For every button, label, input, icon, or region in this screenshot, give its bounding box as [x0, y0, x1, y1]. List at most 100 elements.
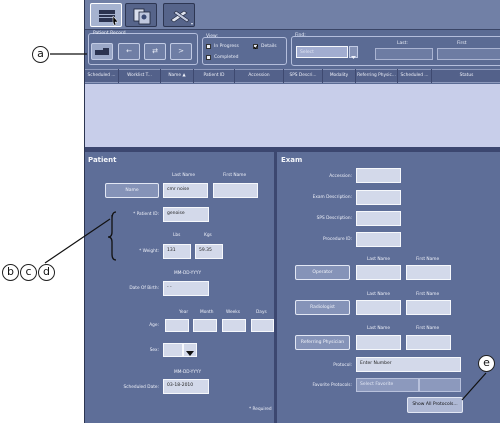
patient-record-title: Patient Record: [93, 31, 126, 36]
patient-screen-icon: [99, 10, 119, 26]
kgs-header: Kgs: [204, 233, 212, 238]
sps-description-input[interactable]: [356, 211, 401, 226]
show-all-protocols-button[interactable]: Show All Protocols...: [407, 397, 463, 413]
operator-button[interactable]: Operator: [295, 265, 350, 280]
referring-last-name-header: Last Name: [367, 326, 390, 331]
callout-c: c: [20, 264, 37, 281]
find-first-input[interactable]: [437, 48, 500, 60]
checkmark-icon: [253, 44, 258, 49]
col-sps-description[interactable]: SPS Descri...: [284, 69, 323, 83]
image-management-button[interactable]: [125, 3, 157, 27]
name-button[interactable]: Name: [105, 183, 159, 198]
exam-title: Exam: [281, 156, 303, 164]
completed-checkbox[interactable]: [206, 55, 211, 60]
patient-record-back-button[interactable]: ←: [118, 43, 140, 60]
in-progress-label: In Progress: [214, 44, 239, 49]
sex-dropdown-button[interactable]: [183, 343, 197, 357]
weight-kgs-input[interactable]: 59.35: [195, 244, 223, 259]
operator-first-name-input[interactable]: [406, 265, 451, 280]
details-checkbox[interactable]: [253, 44, 258, 49]
callout-bcd-leader: [44, 218, 111, 264]
in-progress-checkbox[interactable]: [206, 44, 211, 49]
find-title: Find:: [295, 33, 306, 38]
callout-a: a: [32, 46, 49, 63]
find-last-input[interactable]: [375, 48, 433, 60]
details-label: Details: [261, 44, 277, 49]
view-group: [202, 37, 287, 65]
dob-input[interactable]: - -: [163, 281, 209, 296]
age-weeks-input[interactable]: [222, 319, 246, 332]
radiologist-first-name-input[interactable]: [406, 300, 451, 315]
age-month-header: Month: [200, 310, 214, 315]
patient-screen-button[interactable]: [90, 3, 122, 27]
age-year-input[interactable]: [165, 319, 189, 332]
protocol-label: Protocol:: [333, 363, 352, 368]
worklist-body[interactable]: [85, 84, 500, 147]
callout-e-leader: [461, 372, 487, 401]
age-days-input[interactable]: [251, 319, 274, 332]
age-days-header: Days: [256, 310, 267, 315]
referring-first-name-input[interactable]: [406, 335, 451, 350]
age-label: Age:: [149, 323, 159, 328]
patient-exam-divider: [274, 152, 277, 423]
mri-worklist-window: Patient Record ← ⇄ > View: In Progress D…: [84, 0, 500, 423]
referring-physician-button[interactable]: Referring Physician: [295, 335, 350, 350]
patient-first-name-input[interactable]: [213, 183, 258, 198]
callout-e: e: [478, 355, 495, 372]
favorite-protocols-select[interactable]: Select Favorite: [356, 378, 419, 392]
col-name[interactable]: Name ▲: [161, 69, 194, 83]
referring-last-name-input[interactable]: [356, 335, 401, 350]
sex-select[interactable]: [163, 343, 183, 357]
tools-button[interactable]: [163, 3, 195, 27]
sps-description-label: SPS Description:: [316, 216, 352, 221]
scheduled-format-label: MM-DD-YYYY: [174, 370, 202, 375]
patient-title: Patient: [88, 156, 117, 164]
col-modality[interactable]: Modality: [323, 69, 356, 83]
patient-id-input[interactable]: genoise: [163, 207, 209, 222]
protocol-input[interactable]: Enter Number: [356, 357, 461, 372]
chevron-down-icon: [351, 56, 356, 59]
procedure-id-label: Procedure ID:: [323, 237, 352, 242]
tools-icon: [170, 10, 193, 25]
referring-first-name-header: First Name: [416, 326, 440, 331]
procedure-id-input[interactable]: [356, 232, 401, 247]
col-scheduled-2[interactable]: Scheduled ...: [398, 69, 432, 83]
required-note: * Required: [249, 407, 272, 412]
dob-format-label: MM-DD-YYYY: [174, 271, 202, 276]
operator-first-name-header: First Name: [416, 257, 440, 262]
operator-last-name-header: Last Name: [367, 257, 390, 262]
sex-label: Sex:: [149, 348, 159, 353]
col-worklist[interactable]: Worklist T...: [119, 69, 161, 83]
chevron-down-icon: [186, 351, 194, 356]
col-scheduled[interactable]: Scheduled ...: [85, 69, 119, 83]
panel-divider: [85, 147, 500, 152]
col-patient-id[interactable]: Patient ID: [194, 69, 235, 83]
radiologist-button[interactable]: Radiologist: [295, 300, 350, 315]
age-month-input[interactable]: [193, 319, 217, 332]
radiologist-last-name-input[interactable]: [356, 300, 401, 315]
patient-last-name-input[interactable]: cmr noise: [163, 183, 208, 198]
col-accession[interactable]: Accession: [235, 69, 284, 83]
find-first-label: First: [457, 41, 467, 46]
patient-record-transfer-button[interactable]: ⇄: [144, 43, 166, 60]
exam-description-input[interactable]: [356, 190, 401, 205]
patient-record-next-button[interactable]: >: [170, 43, 192, 60]
find-select[interactable]: Select: [296, 46, 348, 58]
scheduled-date-input[interactable]: 03-18-2010: [163, 379, 209, 394]
patient-record-group: [88, 33, 198, 65]
patient-id-label: * Patient ID:: [133, 212, 159, 217]
favorite-protocols-label: Favorite Protocols:: [312, 383, 352, 388]
weight-label: * Weight:: [139, 249, 159, 254]
col-referring-physician[interactable]: Referring Physic...: [356, 69, 398, 83]
weight-lbs-input[interactable]: 131: [163, 244, 191, 259]
find-group: [291, 36, 500, 66]
operator-last-name-input[interactable]: [356, 265, 401, 280]
patient-record-new-button[interactable]: [91, 43, 113, 60]
accession-label: Accession:: [329, 174, 352, 179]
col-status[interactable]: Status: [459, 73, 474, 78]
accession-input[interactable]: [356, 168, 401, 183]
exam-description-label: Exam Description:: [312, 195, 352, 200]
find-dropdown-button[interactable]: [349, 46, 358, 59]
favorite-protocols-dropdown[interactable]: [419, 378, 461, 392]
